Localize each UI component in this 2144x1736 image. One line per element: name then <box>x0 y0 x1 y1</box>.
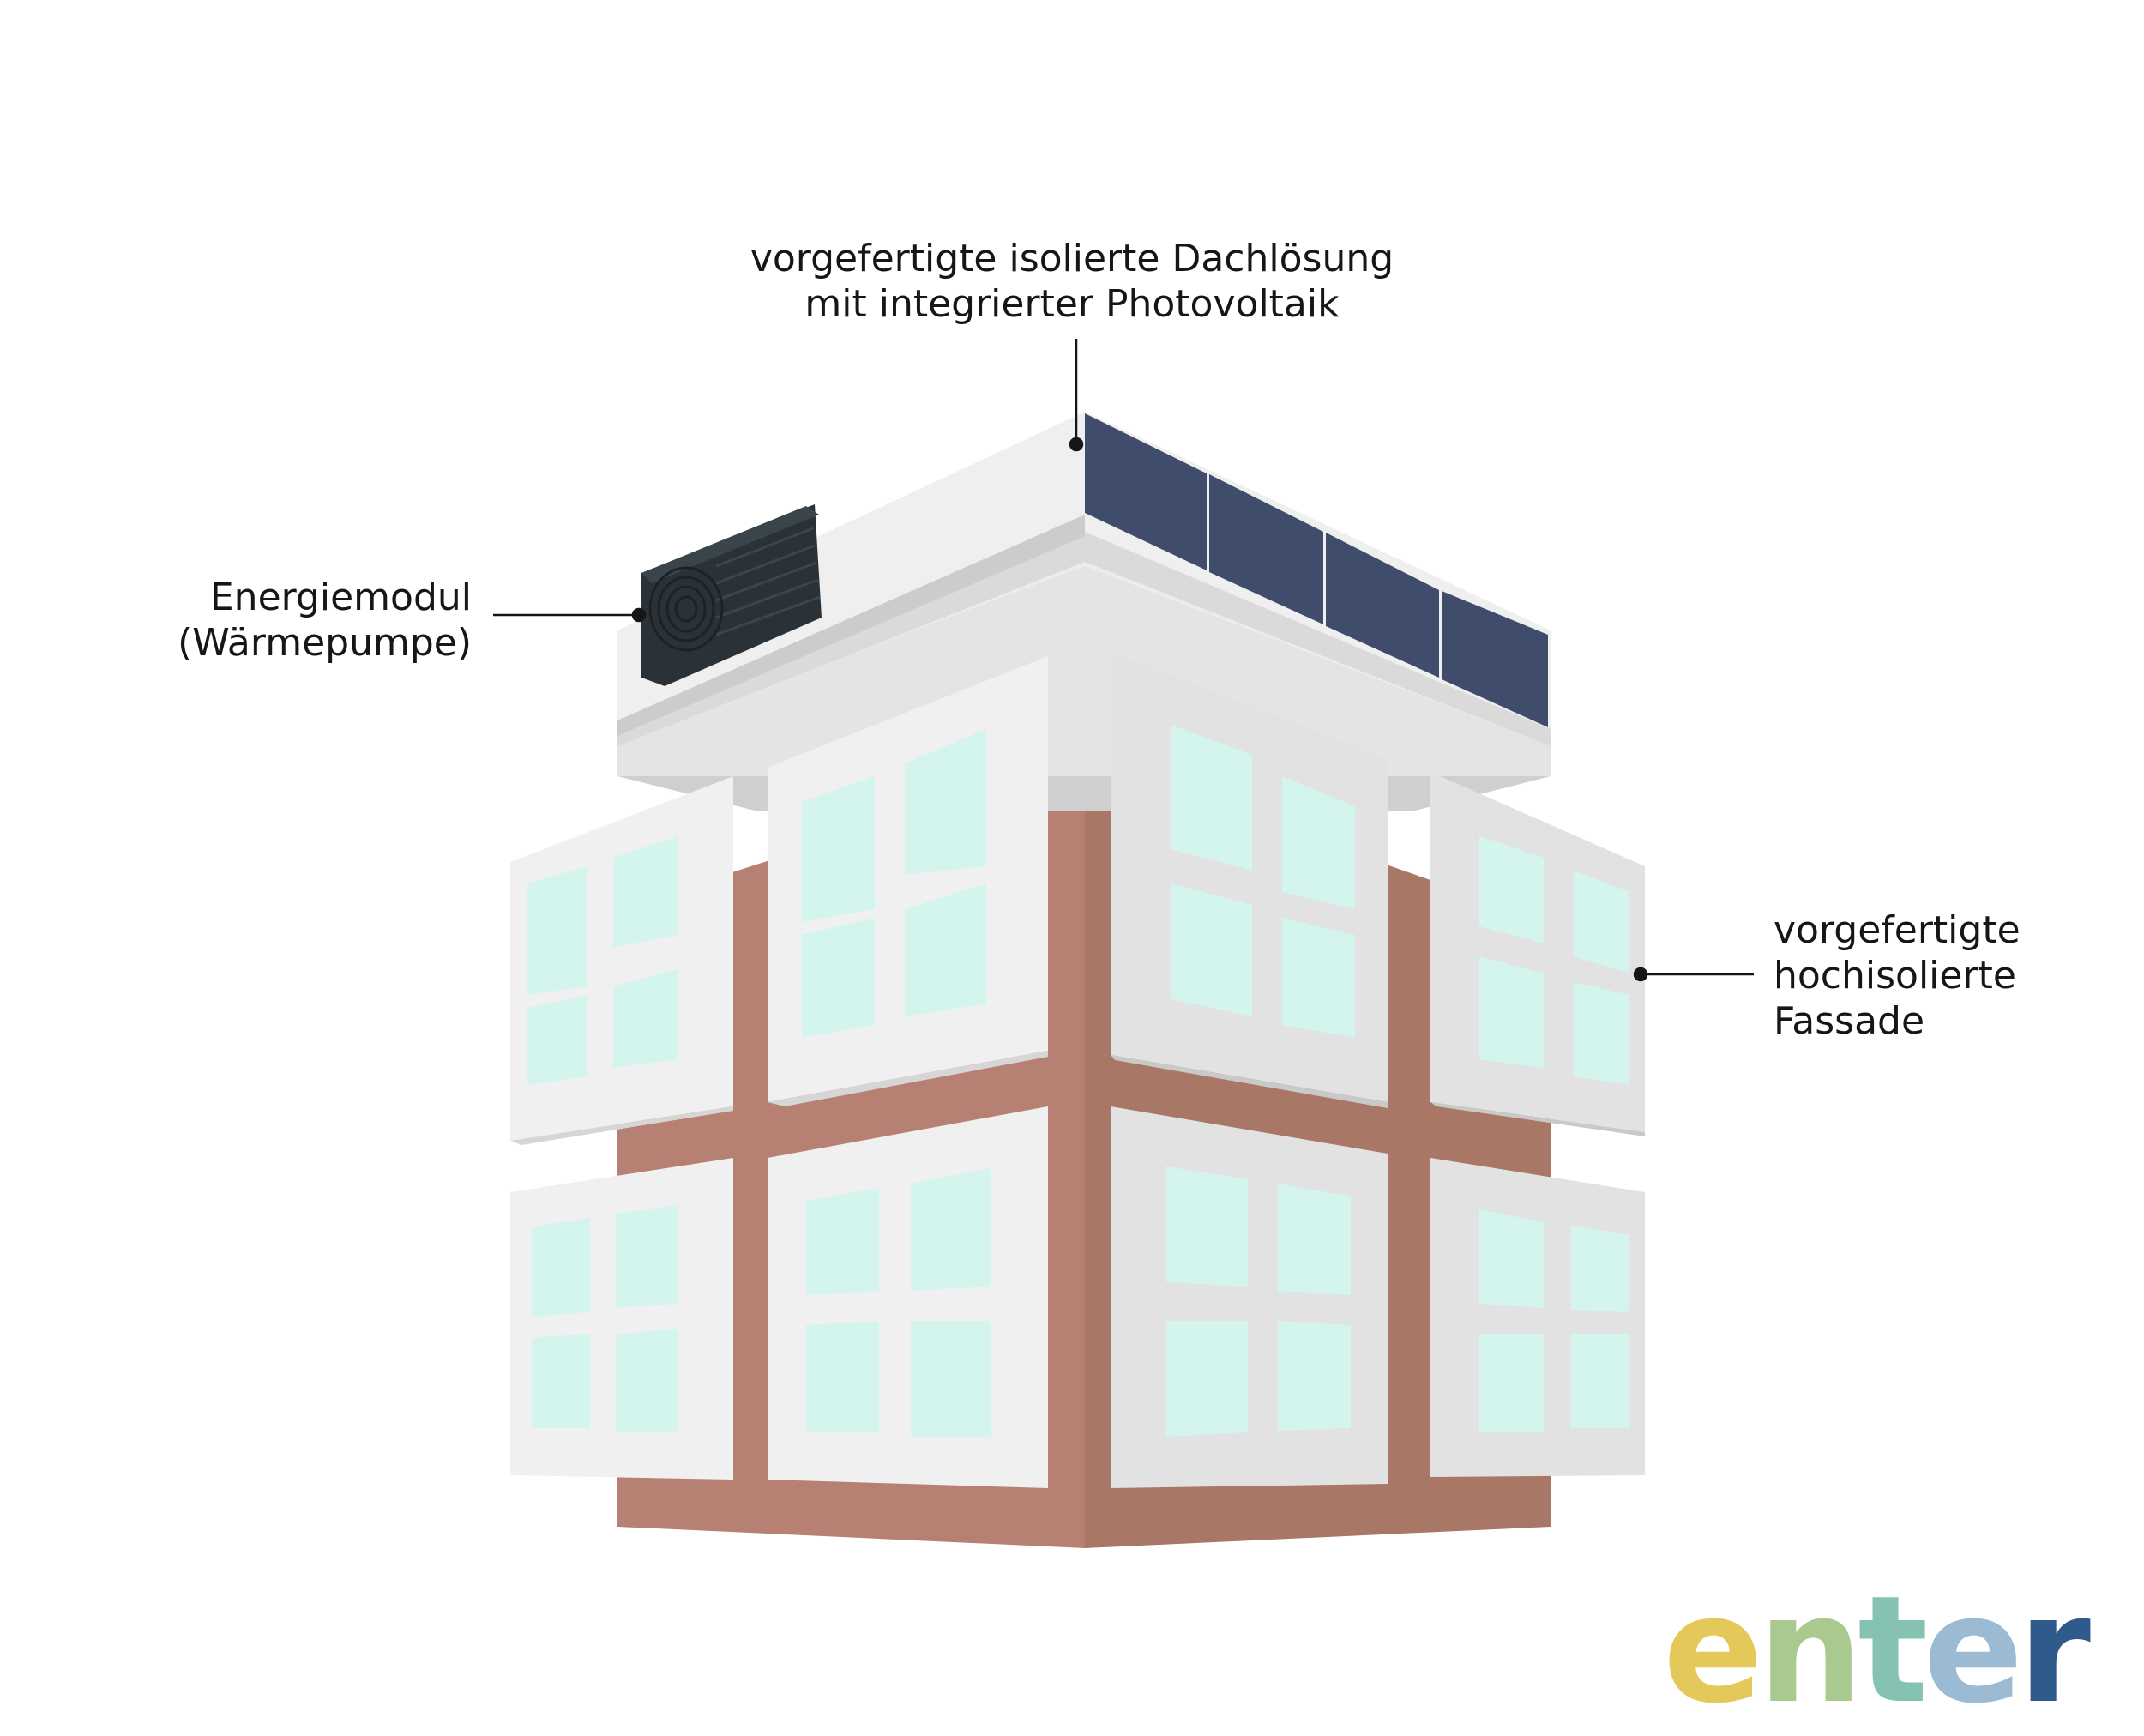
solar-panel <box>1326 533 1439 678</box>
roof-leader-dot <box>1069 437 1084 452</box>
logo-letter: t <box>1858 1564 1928 1736</box>
window-pane <box>806 1321 879 1432</box>
window-pane <box>527 866 587 995</box>
facade-leader-dot <box>1633 967 1648 982</box>
roof-label-line: mit integrierter Photovoltaik <box>804 282 1340 326</box>
window-pane <box>1282 918 1355 1038</box>
facade-panel <box>510 776 733 1145</box>
solar-array <box>1085 413 1548 727</box>
window-pane <box>1479 1334 1544 1432</box>
facade-label-line: vorgefertigte <box>1774 908 2021 952</box>
window-pane <box>905 883 986 1016</box>
window-pane <box>802 776 875 922</box>
facade-panel <box>1111 652 1388 1108</box>
window-pane <box>1166 1166 1248 1287</box>
window-pane <box>1479 1209 1544 1308</box>
energy-label-line: (Wärmepumpe) <box>178 621 472 665</box>
facade-panel <box>768 656 1048 1106</box>
facade-panel <box>1430 772 1645 1136</box>
solar-panel <box>1209 474 1323 624</box>
window-pane <box>1282 776 1355 909</box>
brick-core <box>617 759 1551 1548</box>
logo-letter: r <box>2018 1564 2091 1736</box>
enter-logo: enter <box>1663 1576 2091 1724</box>
window-pane <box>1479 836 1544 943</box>
window-pane <box>1571 1334 1629 1428</box>
heat-pump-unit <box>641 504 822 686</box>
facade-panel <box>510 1158 733 1480</box>
window-pane <box>905 729 986 875</box>
leader-lines <box>493 339 1754 982</box>
facade-panel <box>1430 1158 1645 1477</box>
roof-lower-slab-bottom <box>617 776 1551 811</box>
facade-label-line: hochisolierte <box>1774 954 2016 998</box>
window-pane <box>1278 1321 1351 1431</box>
window-pane <box>1278 1184 1351 1295</box>
window-pane <box>1171 725 1252 871</box>
roof-thin-edge <box>617 515 1085 736</box>
roof-lower-slab-side <box>617 566 1551 785</box>
window-pane <box>1574 982 1629 1085</box>
facade-label: vorgefertigte hochisolierte Fassade <box>1774 907 2021 1044</box>
window-pane <box>1171 883 1252 1016</box>
window-pane <box>613 836 678 948</box>
roof-label-line: vorgefertigte isolierte Dachlösung <box>750 237 1394 280</box>
roof-slabs <box>617 412 1551 811</box>
energy-leader-dot <box>631 607 647 623</box>
solar-panel <box>1085 413 1207 570</box>
logo-letter: e <box>1663 1564 1763 1736</box>
energy-module-label: Energiemodul (Wärmepumpe) <box>178 575 472 666</box>
window-pane <box>1479 956 1544 1068</box>
window-pane <box>613 969 678 1068</box>
solar-panel <box>1442 591 1548 727</box>
logo-letter: n <box>1757 1564 1863 1736</box>
facade-panel <box>768 1106 1048 1488</box>
facade-panels <box>510 652 1645 1488</box>
window-pane <box>527 995 587 1085</box>
window-pane <box>911 1168 991 1291</box>
window-pane <box>911 1321 991 1437</box>
window-pane <box>616 1329 678 1432</box>
window-pane <box>616 1205 678 1308</box>
energy-label-line: Energiemodul <box>209 576 472 619</box>
window-pane <box>532 1218 590 1317</box>
logo-letter: e <box>1923 1564 2024 1736</box>
window-pane <box>802 918 875 1038</box>
facade-panel <box>1111 1106 1388 1488</box>
window-pane <box>1571 1225 1629 1312</box>
window-pane <box>806 1188 879 1295</box>
facade-label-line: Fassade <box>1774 999 1925 1043</box>
window-pane <box>1166 1321 1248 1437</box>
window-pane <box>532 1334 590 1428</box>
roof-label: vorgefertigte isolierte Dachlösung mit i… <box>729 236 1415 327</box>
heat-pump-fan-icon <box>648 566 724 652</box>
window-pane <box>1574 871 1629 973</box>
